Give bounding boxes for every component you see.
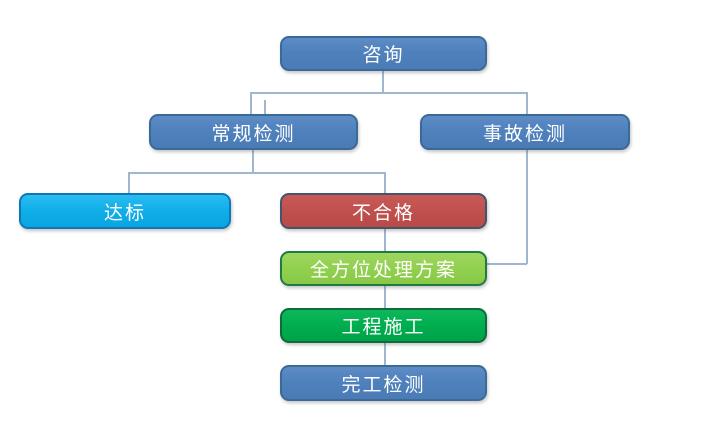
node-accident-test: 事故检测 (420, 114, 630, 150)
node-completion-test-label: 完工检测 (341, 374, 426, 396)
node-construction-label: 工程施工 (341, 317, 426, 338)
node-comprehensive-plan: 全方位处理方案 (280, 251, 487, 286)
connector-accident-down (526, 150, 528, 264)
connector-unqualified-drop (384, 172, 386, 193)
connector-consult-down (382, 71, 384, 93)
node-unqualified-label: 不合格 (351, 202, 415, 224)
connector-accident-to-plan (487, 263, 527, 265)
connector-plan-to-construction (384, 286, 386, 308)
node-completion-test: 完工检测 (280, 365, 487, 401)
connector-routine-down (252, 150, 254, 172)
connector-meets-standard-drop (128, 172, 130, 193)
node-consult: 咨询 (280, 36, 487, 71)
connector-accident-drop (526, 92, 528, 114)
connector-routine-split (128, 172, 385, 174)
node-unqualified: 不合格 (280, 193, 487, 229)
node-construction: 工程施工 (280, 308, 487, 343)
node-consult-label: 咨询 (362, 45, 405, 66)
node-meets-standard-label: 达标 (103, 202, 146, 224)
connector-routine-drop (250, 92, 252, 114)
node-comprehensive-plan-label: 全方位处理方案 (309, 260, 457, 281)
node-meets-standard: 达标 (19, 193, 231, 229)
connector-routine-stub (264, 100, 266, 114)
connector-unqualified-to-plan (384, 229, 386, 251)
node-routine-test-label: 常规检测 (211, 123, 296, 145)
node-routine-test: 常规检测 (149, 114, 358, 150)
node-accident-test-label: 事故检测 (482, 123, 567, 145)
connector-consult-split (250, 92, 527, 94)
connector-construction-to-completion (384, 343, 386, 365)
